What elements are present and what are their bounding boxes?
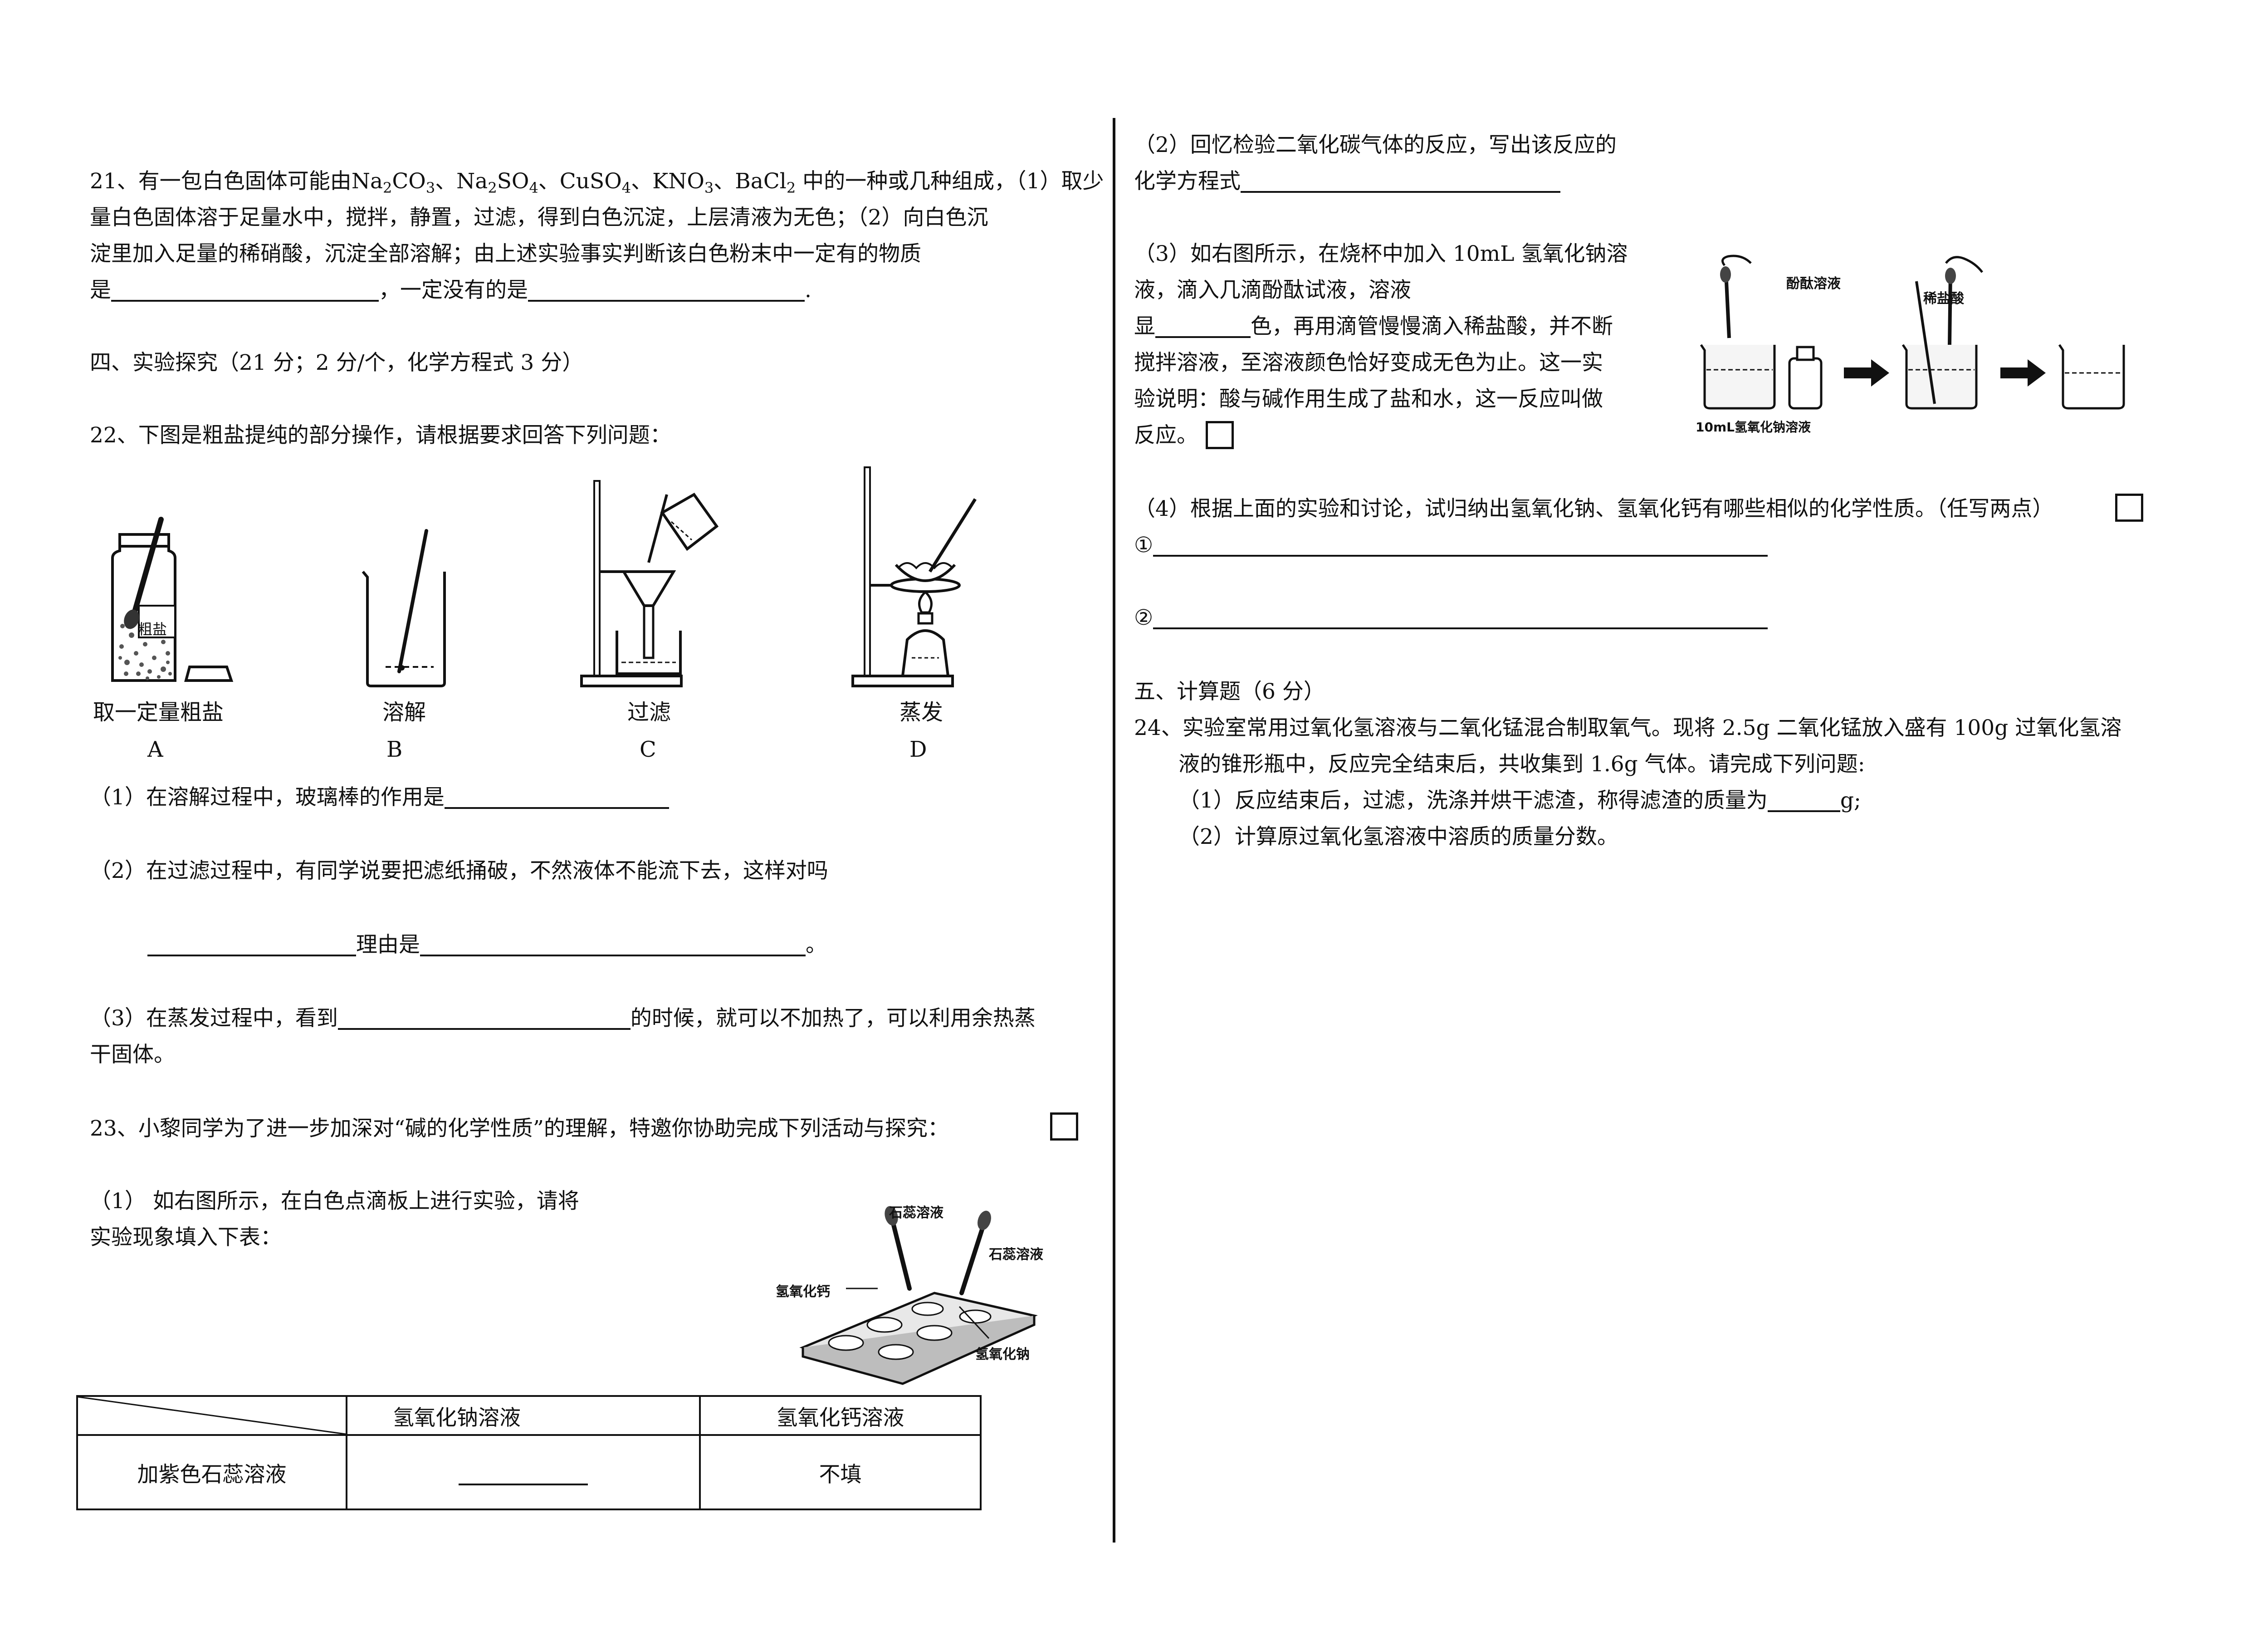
q23-part2-line1: （2）回忆检验二氧化碳气体的反应，写出该反应的 [1134, 132, 1617, 157]
q23-part4-score-box[interactable] [2115, 494, 2143, 522]
naoh-label: 氢氧化钠 [975, 1347, 1030, 1362]
evaporation-figure [851, 466, 977, 687]
q21-blank-must-have[interactable] [111, 274, 379, 302]
table-row: 加紫色石蕊溶液 不填 [76, 1434, 982, 1510]
q22-blank-evaporate[interactable] [337, 1003, 631, 1030]
step-d-letter: D [909, 737, 927, 762]
table-col-naoh: 氢氧化钠溶液 [346, 1395, 701, 1436]
table-col-caoh: 氢氧化钙溶液 [699, 1395, 982, 1436]
q23-part3-line4: 搅拌溶液，至溶液颜色恰好变成无色为止。这一实 [1134, 350, 1603, 375]
q22-blank-yes-no[interactable] [147, 929, 356, 956]
right-column: （2）回忆检验二氧化碳气体的反应，写出该反应的 化学方程式 （3）如右图所示，在… [1120, 0, 2268, 1626]
step-b-letter: B [386, 737, 403, 762]
step-c-name: 过滤 [627, 700, 671, 725]
column-divider [1113, 118, 1115, 1543]
salt-bottle-figure [111, 517, 234, 682]
table-cell-naoh-result[interactable] [346, 1434, 701, 1510]
naoh-10ml-label: 10mL氢氧化钠溶液 [1696, 420, 1811, 435]
neutralization-figure [1700, 255, 2125, 410]
q22-part2: （2）在过滤过程中，有同学说要把滤纸捅破，不然液体不能流下去，这样对吗 [90, 858, 828, 883]
q24-line1: 24、实验室常用过氧化氢溶液与二氧化锰混合制取氧气。现将 2.5g 二氧化锰放入… [1134, 715, 2122, 740]
table-header-row: 氢氧化钠溶液 氢氧化钙溶液 [76, 1395, 982, 1436]
q22-blank-rod-role[interactable] [444, 782, 669, 809]
step-b-name: 溶解 [382, 700, 426, 725]
q23-part3-line5: 验说明：酸与碱作用生成了盐和水，这一反应叫做 [1134, 387, 1603, 411]
q24-line2: 液的锥形瓶中，反应完全结束后，共收集到 1.6g 气体。请完成下列问题: [1178, 752, 1865, 777]
q21-blank-must-not-have[interactable] [528, 274, 805, 302]
q21-line2: 量白色固体溶于足量水中，搅拌，静置，过滤，得到白色沉淀，上层清液为无色；（2）向… [90, 205, 988, 230]
step-a-letter: A [147, 737, 163, 762]
table-corner-cell [76, 1395, 347, 1436]
q23-part3-line1: （3）如右图所示，在烧杯中加入 10mL 氢氧化钠溶 [1134, 241, 1628, 266]
litmus-label-2: 石蕊溶液 [989, 1247, 1043, 1263]
q22-part3: （3）在蒸发过程中，看到的时候，就可以不加热了，可以利用余热蒸 [90, 1000, 1036, 1037]
q23-part2-line2: 化学方程式 [1134, 163, 1560, 200]
caoh-label: 氢氧化钙 [776, 1284, 830, 1300]
q22-intro: 22、下图是粗盐提纯的部分操作，请根据要求回答下列问题： [90, 423, 671, 448]
q23-part3-line6: 反应。 [1134, 423, 1198, 448]
litmus-label-1: 石蕊溶液 [889, 1205, 943, 1221]
table-row-label: 加紫色石蕊溶液 [76, 1434, 347, 1510]
phenolphthalein-label: 酚酞溶液 [1786, 276, 1841, 292]
q23-score-box[interactable] [1050, 1112, 1078, 1141]
q22-part3-cont: 干固体。 [90, 1042, 175, 1067]
q23-reaction-type-box[interactable] [1206, 421, 1234, 449]
q23-blank-property-2[interactable] [1153, 602, 1768, 629]
q23-part4: （4）根据上面的实验和讨论，试归纳出氢氧化钠、氢氧化钙有哪些相似的化学性质。（任… [1134, 496, 2054, 521]
q22-part1: （1）在溶解过程中，玻璃棒的作用是 [90, 779, 669, 816]
q23-part1-line1: （1） 如右图所示，在白色点滴板上进行实验，请将 [90, 1189, 579, 1214]
q21-line4: 是，一定没有的是. [90, 272, 811, 309]
observation-table: 氢氧化钠溶液 氢氧化钙溶液 加紫色石蕊溶液 不填 [76, 1395, 982, 1510]
spot-plate-figure [799, 1206, 1038, 1385]
step-d-name: 蒸发 [899, 700, 943, 725]
q22-part2-answer: 理由是。 [147, 927, 827, 963]
table-cell-caoh-result: 不填 [699, 1434, 982, 1510]
q21-line3: 淀里加入足量的稀硝酸，沉淀全部溶解；由上述实验事实判断该白色粉末中一定有的物质 [90, 241, 921, 266]
q23-part4-item1: ① [1134, 527, 1768, 563]
q23-blank-co2-equation[interactable] [1241, 166, 1560, 193]
q24-part2: （2）计算原过氧化氢溶液中溶质的质量分数。 [1178, 824, 1618, 849]
q23-part3-line3: 显色，再用滴管慢慢滴入稀盐酸，并不断 [1134, 309, 1613, 345]
q24-blank-residue-mass[interactable] [1767, 785, 1840, 812]
step-c-letter: C [640, 737, 656, 762]
q23-part1-line2: 实验现象填入下表： [90, 1225, 282, 1250]
q22-blank-reason[interactable] [420, 929, 806, 956]
left-column: 21、有一包白色固体可能由Na2CO3、Na2SO4、CuSO4、KNO3、Ba… [0, 0, 1111, 1626]
step-a-name: 取一定量粗盐 [93, 700, 224, 725]
q23-intro: 23、小黎同学为了进一步加深对“碱的化学性质”的理解，特邀你协助完成下列活动与探… [90, 1116, 949, 1141]
dissolve-beaker-figure [362, 529, 446, 687]
hcl-label: 稀盐酸 [1923, 291, 1964, 307]
filtration-figure [580, 480, 719, 687]
q21-line1: 21、有一包白色固体可能由Na2CO3、Na2SO4、CuSO4、KNO3、Ba… [90, 169, 1104, 196]
q23-blank-color[interactable] [1155, 311, 1251, 338]
q23-blank-property-1[interactable] [1153, 529, 1768, 557]
section5-title: 五、计算题（6 分） [1134, 679, 1325, 704]
q23-part4-item2: ② [1134, 600, 1768, 636]
q23-blank-naoh-litmus[interactable] [459, 1458, 588, 1485]
section4-title: 四、实验探究（21 分；2 分/个，化学方程式 3 分） [90, 350, 584, 375]
q23-part3-line2: 液，滴入几滴酚酞试液，溶液 [1134, 278, 1411, 303]
salt-bottle-label: 粗盐 [138, 621, 167, 638]
